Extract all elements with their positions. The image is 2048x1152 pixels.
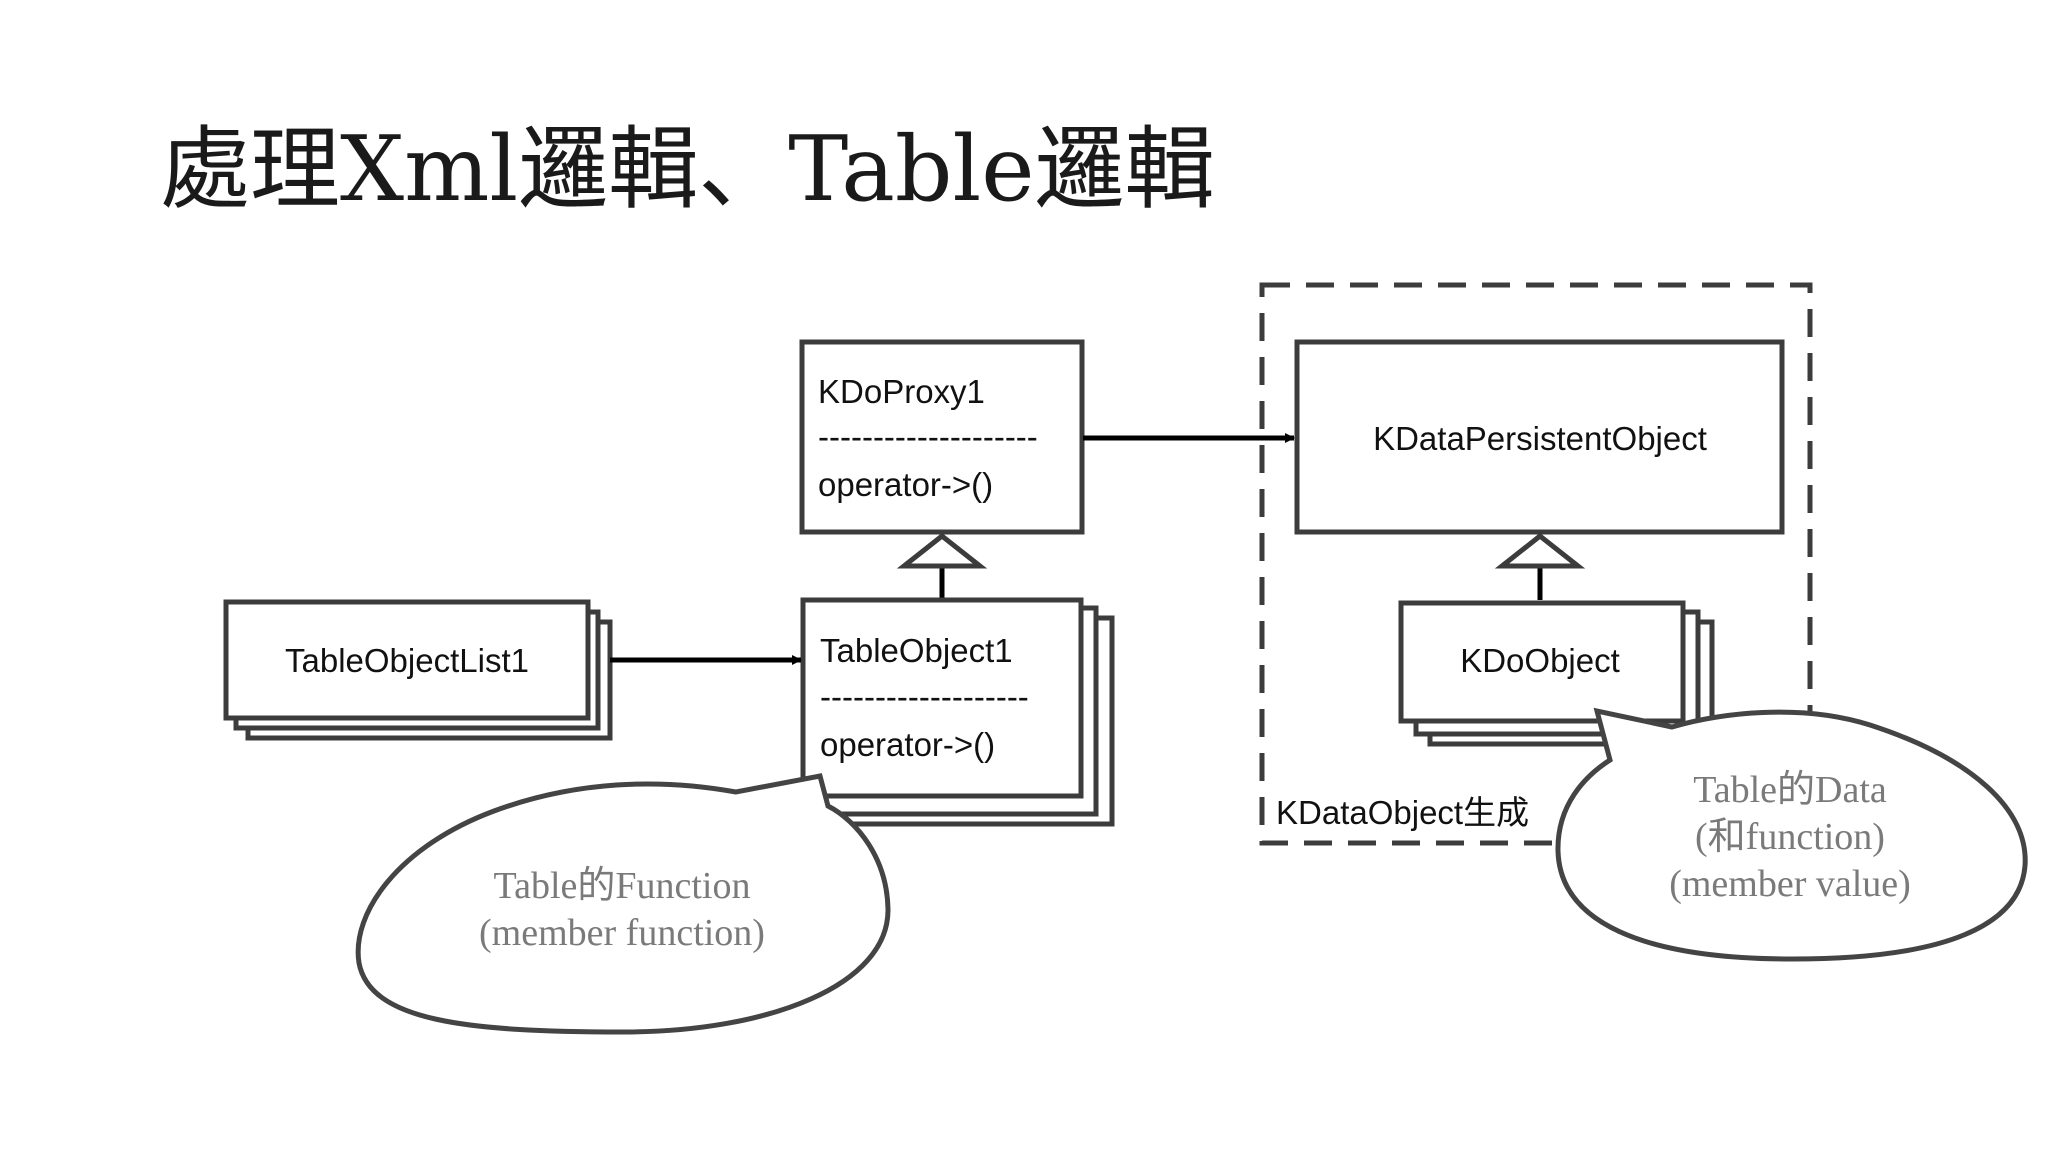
callout-data: Table的Data (和function) (member value)	[1555, 707, 2028, 962]
callout-function-bubble	[355, 773, 891, 1035]
tableobjectlist-name: TableObjectList1	[285, 642, 529, 679]
tableobject-node: TableObject1 ------------------- operato…	[800, 597, 1115, 827]
callout-function-line2: (member function)	[479, 912, 765, 954]
kdoobject-box	[1398, 600, 1686, 724]
callout-data-bubble	[1555, 707, 2028, 962]
kdatapersistent-box	[1294, 339, 1785, 535]
callout-data-line1: Table的Data	[1693, 769, 1887, 811]
inherit-triangle-icon	[896, 532, 988, 569]
callout-function: Table的Function (member function)	[355, 773, 891, 1035]
callout-data-line2: (和function)	[1695, 816, 1885, 858]
inherit-triangle-icon	[1494, 532, 1586, 569]
tableobject-name: TableObject1	[820, 632, 1013, 669]
kdoproxy-box	[799, 339, 1085, 535]
tableobject-divider: -------------------	[820, 678, 1029, 715]
callout-data-line3: (member value)	[1669, 863, 1911, 905]
kdoproxy-divider: --------------------	[818, 418, 1038, 455]
tableobjectlist-node: TableObjectList1	[223, 599, 613, 741]
kdoobject-name: KDoObject	[1460, 642, 1620, 679]
slide-title: 處理Xml邏輯、Table邏輯	[160, 117, 1215, 222]
kdataobject-region	[1259, 282, 1813, 846]
kdatapersistent-node: KDataPersistentObject	[1294, 339, 1785, 535]
tableobjectlist-box	[223, 599, 591, 721]
inheritance-kdoobject-persistent	[1494, 532, 1586, 600]
callout-function-line1: Table的Function	[494, 865, 751, 907]
tableobject-box	[800, 597, 1084, 799]
kdoproxy-name: KDoProxy1	[818, 373, 985, 410]
kdatapersistent-name: KDataPersistentObject	[1373, 420, 1707, 457]
kdoobject-node: KDoObject	[1398, 600, 1715, 747]
tableobject-method: operator->()	[820, 726, 995, 763]
inheritance-tableobject-kdoproxy	[896, 532, 988, 598]
kdoproxy-method: operator->()	[818, 466, 993, 503]
kdoproxy-node: KDoProxy1 -------------------- operator-…	[799, 339, 1085, 535]
region-label: KDataObject生成	[1276, 794, 1529, 831]
